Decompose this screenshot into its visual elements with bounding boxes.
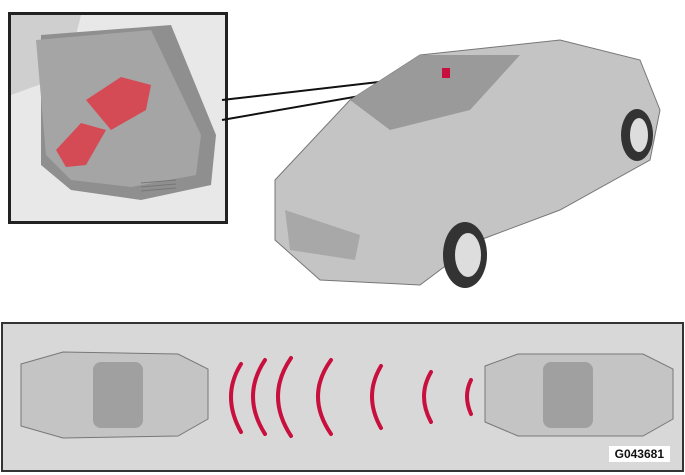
windshield-sensor-illustration [11, 15, 225, 221]
sensor-detail-inset [8, 12, 228, 224]
figure-code: G043681 [608, 446, 670, 462]
radar-waves [229, 356, 473, 438]
rain-sensor [86, 77, 151, 130]
own-car [20, 351, 209, 439]
following-distance-illustration [20, 351, 674, 439]
distance-panel: G043681 [1, 322, 684, 472]
car-illustration [221, 39, 661, 288]
car-ahead [484, 353, 674, 437]
light-sensor [56, 123, 106, 167]
